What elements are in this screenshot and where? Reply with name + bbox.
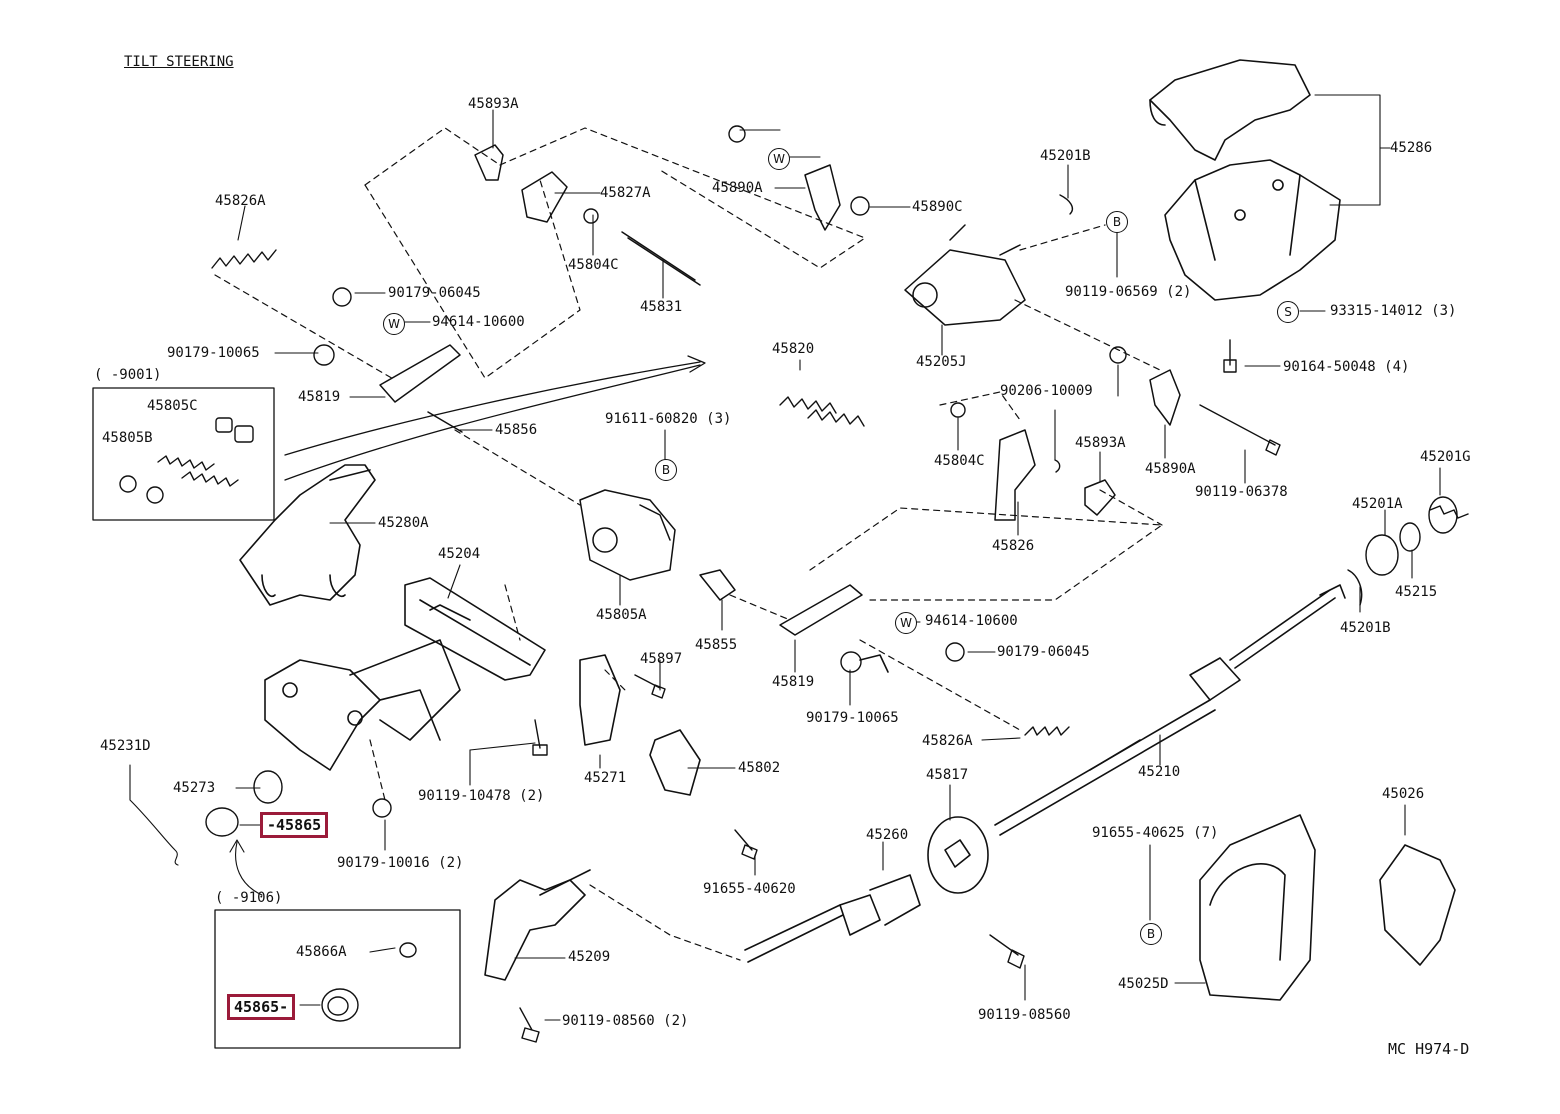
label-93315-14012[interactable]: 93315-14012 (3) (1330, 303, 1457, 319)
label-45826A-lower[interactable]: 45826A (922, 733, 973, 749)
springs (157, 249, 1469, 736)
label-45260[interactable]: 45260 (866, 827, 909, 843)
label-45820[interactable]: 45820 (772, 341, 815, 357)
label-45802[interactable]: 45802 (738, 760, 781, 776)
label-45273[interactable]: 45273 (173, 780, 216, 796)
column-bracket (264, 577, 546, 771)
label-94614-10600[interactable]: 94614-10600 (432, 314, 525, 330)
label-90119-08560-left[interactable]: 90119-08560 (2) (562, 1013, 689, 1029)
intermediate-shaft (484, 869, 921, 981)
label-45201B-bottom[interactable]: 45201B (1340, 620, 1391, 636)
label-90119-06569[interactable]: 90119-06569 (2) (1065, 284, 1192, 300)
label-45201A[interactable]: 45201A (1352, 496, 1403, 512)
label-45271[interactable]: 45271 (584, 770, 627, 786)
label-45819[interactable]: 45819 (298, 389, 341, 405)
label-45201B-top[interactable]: 45201B (1040, 148, 1091, 164)
highlighted-part-45865-main[interactable]: -45865 (260, 812, 329, 838)
label-45819-lower[interactable]: 45819 (772, 674, 815, 690)
label-45201G[interactable]: 45201G (1420, 449, 1471, 465)
label-45856[interactable]: 45856 (495, 422, 538, 438)
marker-b-3: B (1140, 923, 1162, 945)
label-45204[interactable]: 45204 (438, 546, 481, 562)
label-45826[interactable]: 45826 (992, 538, 1035, 554)
label-45209[interactable]: 45209 (568, 949, 611, 965)
label-90179-06045-lower[interactable]: 90179-06045 (997, 644, 1090, 660)
inset-label-9001: ( -9001) (94, 367, 162, 383)
label-45804C-right[interactable]: 45804C (934, 453, 985, 469)
label-45897[interactable]: 45897 (640, 651, 683, 667)
label-45855[interactable]: 45855 (695, 637, 738, 653)
inset-box-9106 (214, 909, 461, 1049)
label-45817[interactable]: 45817 (926, 767, 969, 783)
label-45890C-top[interactable]: 45890C (912, 199, 963, 215)
main-shaft (994, 584, 1346, 836)
label-45210[interactable]: 45210 (1138, 764, 1181, 780)
label-90206-10009[interactable]: 90206-10009 (1000, 383, 1093, 399)
label-45893A-right[interactable]: 45893A (1075, 435, 1126, 451)
label-45831[interactable]: 45831 (640, 299, 683, 315)
marker-s: S (1277, 301, 1299, 323)
label-45890A-right[interactable]: 45890A (1145, 461, 1196, 477)
label-90179-10016[interactable]: 90179-10016 (2) (337, 855, 464, 871)
label-45890A-top[interactable]: 45890A (712, 180, 763, 196)
label-45866A[interactable]: 45866A (296, 944, 347, 960)
marker-w-3: W (895, 612, 917, 634)
label-45893A[interactable]: 45893A (468, 96, 519, 112)
label-90179-06045[interactable]: 90179-06045 (388, 285, 481, 301)
label-45026[interactable]: 45026 (1382, 786, 1425, 802)
marker-b-1: B (1106, 211, 1128, 233)
label-45826A[interactable]: 45826A (215, 193, 266, 209)
label-91655-40625[interactable]: 91655-40625 (7) (1092, 825, 1219, 841)
label-90164-50048[interactable]: 90164-50048 (4) (1283, 359, 1410, 375)
label-45025D[interactable]: 45025D (1118, 976, 1169, 992)
dashed-guides (214, 127, 1163, 961)
assembly-arrow (284, 355, 706, 481)
label-45286[interactable]: 45286 (1390, 140, 1433, 156)
label-45231D[interactable]: 45231D (100, 738, 151, 754)
label-91655-40620[interactable]: 91655-40620 (703, 881, 796, 897)
label-45805C[interactable]: 45805C (147, 398, 198, 414)
fasteners (119, 125, 1421, 1043)
label-91611-60820[interactable]: 91611-60820 (3) (605, 411, 732, 427)
label-45280A[interactable]: 45280A (378, 515, 429, 531)
highlighted-part-45865-inset[interactable]: 45865- (227, 994, 296, 1020)
marker-w-2: W (768, 148, 790, 170)
label-90119-10478[interactable]: 90119-10478 (2) (418, 788, 545, 804)
label-90119-08560-right[interactable]: 90119-08560 (978, 1007, 1071, 1023)
inset-box-9001 (92, 387, 275, 521)
label-90179-10065-lower[interactable]: 90179-10065 (806, 710, 899, 726)
label-45805B[interactable]: 45805B (102, 430, 153, 446)
bracket-45280A (239, 464, 376, 606)
marker-b-2: B (655, 459, 677, 481)
leader-lines (129, 94, 1441, 1021)
label-45205J[interactable]: 45205J (916, 354, 967, 370)
label-45215[interactable]: 45215 (1395, 584, 1438, 600)
inset-label-9106: ( -9106) (215, 890, 283, 906)
castings (579, 654, 1456, 1001)
label-45827A[interactable]: 45827A (600, 185, 651, 201)
label-45804C[interactable]: 45804C (568, 257, 619, 273)
tilt-lever-housing (579, 224, 1026, 581)
label-90119-06378[interactable]: 90119-06378 (1195, 484, 1288, 500)
label-45805A[interactable]: 45805A (596, 607, 647, 623)
diagram-title: TILT STEERING (124, 54, 234, 70)
label-90179-10065[interactable]: 90179-10065 (167, 345, 260, 361)
lever-parts (379, 144, 1181, 636)
diagram-code: MC H974-D (1388, 1040, 1470, 1058)
column-cover (1149, 59, 1341, 301)
label-94614-10600-lower[interactable]: 94614-10600 (925, 613, 1018, 629)
marker-w-1: W (383, 313, 405, 335)
